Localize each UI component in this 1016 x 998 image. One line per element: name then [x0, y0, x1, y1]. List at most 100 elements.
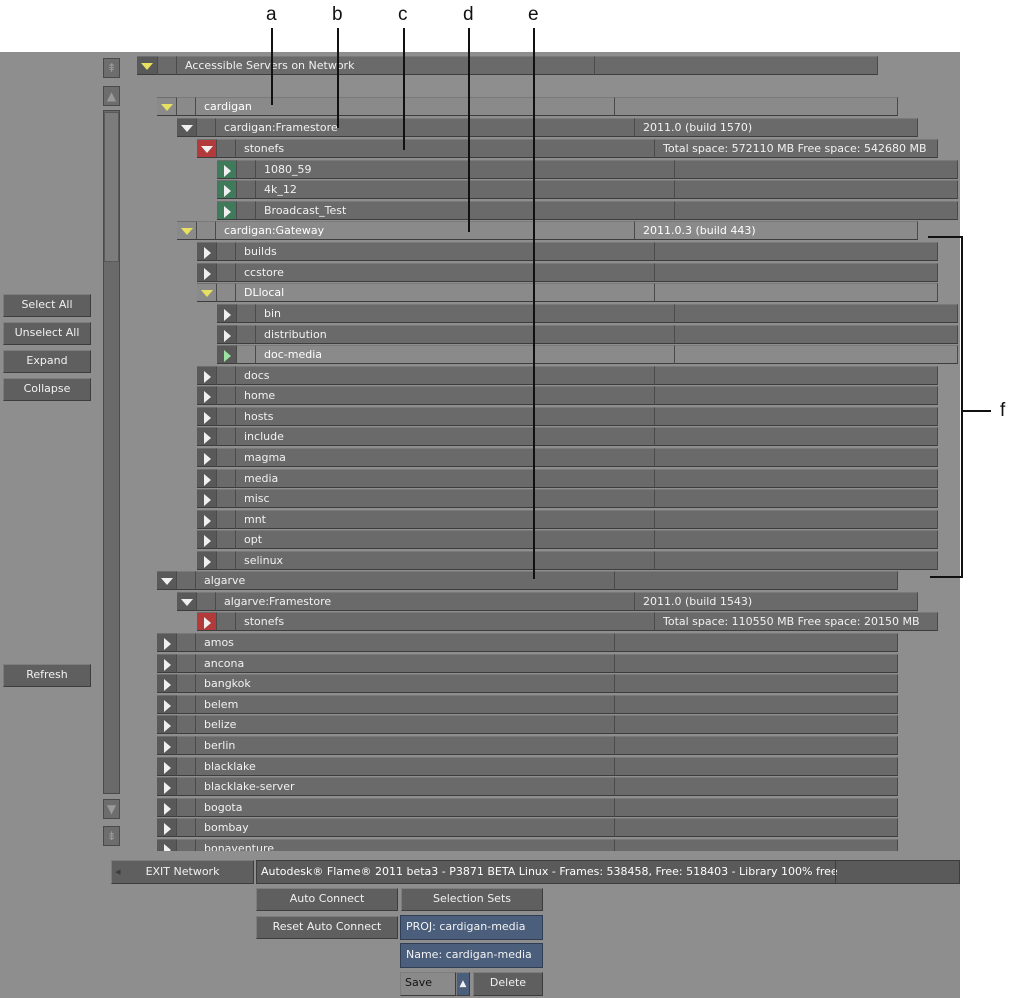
stonefs-algarve-toggle[interactable]: [197, 612, 216, 631]
expand-toggle[interactable]: [197, 489, 216, 509]
expand-toggle[interactable]: [197, 406, 216, 426]
row-label: home: [235, 386, 655, 406]
exit-network-button[interactable]: ◂ EXIT Network: [111, 860, 254, 884]
scroll-up-button[interactable]: ▲: [103, 86, 120, 106]
collapse-button[interactable]: Collapse: [3, 378, 91, 401]
save-button[interactable]: Save: [400, 972, 456, 996]
row-label: hosts: [235, 406, 655, 426]
row-label: Broadcast_Test: [255, 200, 675, 220]
row-label: amos: [195, 633, 615, 652]
cardigan-framestore-label: cardigan:Framestore: [215, 118, 635, 137]
auto-connect-button[interactable]: Auto Connect: [256, 888, 398, 911]
row-label: bangkok: [195, 674, 615, 694]
exit-network-label: EXIT Network: [145, 865, 220, 878]
expand-toggle[interactable]: [157, 777, 176, 797]
algarve-framestore-toggle[interactable]: [177, 592, 196, 611]
header-toggle[interactable]: [137, 56, 157, 75]
expand-toggle[interactable]: [157, 674, 176, 694]
collapsed-arrow-icon: [204, 617, 211, 629]
row-label: distribution: [255, 324, 675, 344]
expand-toggle[interactable]: [197, 550, 216, 570]
row-label: bonaventure: [195, 839, 615, 851]
expand-toggle[interactable]: [157, 736, 176, 755]
scroll-top-button[interactable]: ⇞: [103, 58, 120, 78]
algarve-framestore-version: 2011.0 (build 1543): [634, 592, 918, 611]
project-field[interactable]: PROJ: cardigan-media: [400, 915, 543, 940]
expand-toggle[interactable]: [197, 447, 216, 467]
refresh-button[interactable]: Refresh: [3, 664, 91, 687]
row-label: ccstore: [235, 262, 655, 282]
expand-toggle[interactable]: [197, 262, 216, 282]
cardigan-label: cardigan: [195, 97, 615, 116]
collapsed-arrow-icon: [164, 761, 171, 774]
scroll-down-button[interactable]: ▼: [103, 799, 120, 819]
expand-toggle[interactable]: [197, 386, 216, 406]
expanded-arrow-icon: [181, 599, 193, 606]
cardigan-toggle[interactable]: [157, 97, 176, 116]
callout-e: e: [528, 4, 539, 25]
expand-toggle[interactable]: [217, 304, 236, 323]
scrollbar-thumb[interactable]: [104, 112, 119, 262]
cardigan-gateway-toggle[interactable]: [177, 221, 196, 240]
expand-toggle[interactable]: [157, 818, 176, 838]
expand-toggle[interactable]: [217, 180, 236, 200]
cardigan-framestore-toggle[interactable]: [177, 118, 196, 137]
callout-e-line: [533, 28, 535, 579]
expand-toggle[interactable]: [217, 345, 236, 365]
expand-toggle[interactable]: [217, 324, 236, 344]
expand-toggle[interactable]: [197, 468, 216, 488]
unselect-all-button[interactable]: Unselect All: [3, 322, 91, 345]
stonefs-algarve-space-info: Total space: 110550 MB Free space: 20150…: [654, 612, 938, 631]
cardigan-framestore-version: 2011.0 (build 1570): [634, 118, 918, 137]
expand-toggle[interactable]: [157, 839, 176, 851]
expand-toggle[interactable]: [197, 530, 216, 550]
status-text: Autodesk® Flame® 2011 beta3 - P3871 BETA…: [261, 865, 838, 878]
select-all-button[interactable]: Select All: [3, 294, 91, 317]
expand-toggle[interactable]: [217, 159, 236, 179]
collapsed-arrow-icon: [224, 185, 231, 198]
header-title: Accessible Servers on Network: [176, 56, 595, 75]
algarve-label: algarve: [195, 571, 615, 590]
scroll-bottom-button[interactable]: ⇟: [103, 826, 120, 846]
expand-toggle[interactable]: [157, 715, 176, 735]
expand-toggle[interactable]: [157, 633, 176, 652]
dllocal-toggle[interactable]: [197, 283, 216, 302]
scroll-top-icon: ⇞: [106, 61, 117, 75]
row-label: 1080_59: [255, 159, 675, 179]
collapsed-arrow-icon: [164, 741, 171, 753]
expand-toggle[interactable]: [197, 365, 216, 385]
expand-toggle[interactable]: [157, 653, 176, 673]
status-bar: Autodesk® Flame® 2011 beta3 - P3871 BETA…: [256, 860, 960, 884]
collapsed-arrow-icon: [164, 823, 171, 836]
row-label: docs: [235, 365, 655, 385]
collapsed-arrow-icon: [164, 638, 171, 650]
cardigan-gateway-version: 2011.0.3 (build 443): [634, 221, 918, 240]
selection-sets-button[interactable]: Selection Sets: [401, 888, 543, 911]
expand-toggle[interactable]: [197, 242, 216, 261]
save-options-button[interactable]: ▲: [456, 972, 470, 996]
scrollbar-track[interactable]: [103, 110, 120, 794]
expand-toggle[interactable]: [157, 797, 176, 817]
expanded-arrow-icon: [201, 290, 213, 297]
row-label: berlin: [195, 736, 615, 755]
row-label: builds: [235, 242, 655, 261]
row-label: blacklake: [195, 756, 615, 776]
collapsed-arrow-icon: [204, 432, 211, 445]
collapsed-arrow-icon: [204, 473, 211, 486]
reset-auto-connect-button[interactable]: Reset Auto Connect: [256, 916, 398, 939]
expand-toggle[interactable]: [197, 427, 216, 447]
stonefs-toggle[interactable]: [197, 139, 216, 158]
collapsed-arrow-icon: [204, 391, 211, 404]
expand-toggle[interactable]: [217, 200, 236, 220]
collapsed-arrow-icon: [204, 247, 211, 259]
expand-toggle[interactable]: [197, 509, 216, 529]
expand-toggle[interactable]: [157, 756, 176, 776]
algarve-toggle[interactable]: [157, 571, 176, 590]
callout-c-line: [403, 28, 405, 150]
callout-f-bracket-top: [928, 236, 963, 238]
expand-toggle[interactable]: [157, 694, 176, 714]
delete-button[interactable]: Delete: [473, 972, 543, 996]
name-field[interactable]: Name: cardigan-media: [400, 943, 543, 968]
collapsed-arrow-icon: [224, 329, 231, 342]
expand-button[interactable]: Expand: [3, 350, 91, 373]
